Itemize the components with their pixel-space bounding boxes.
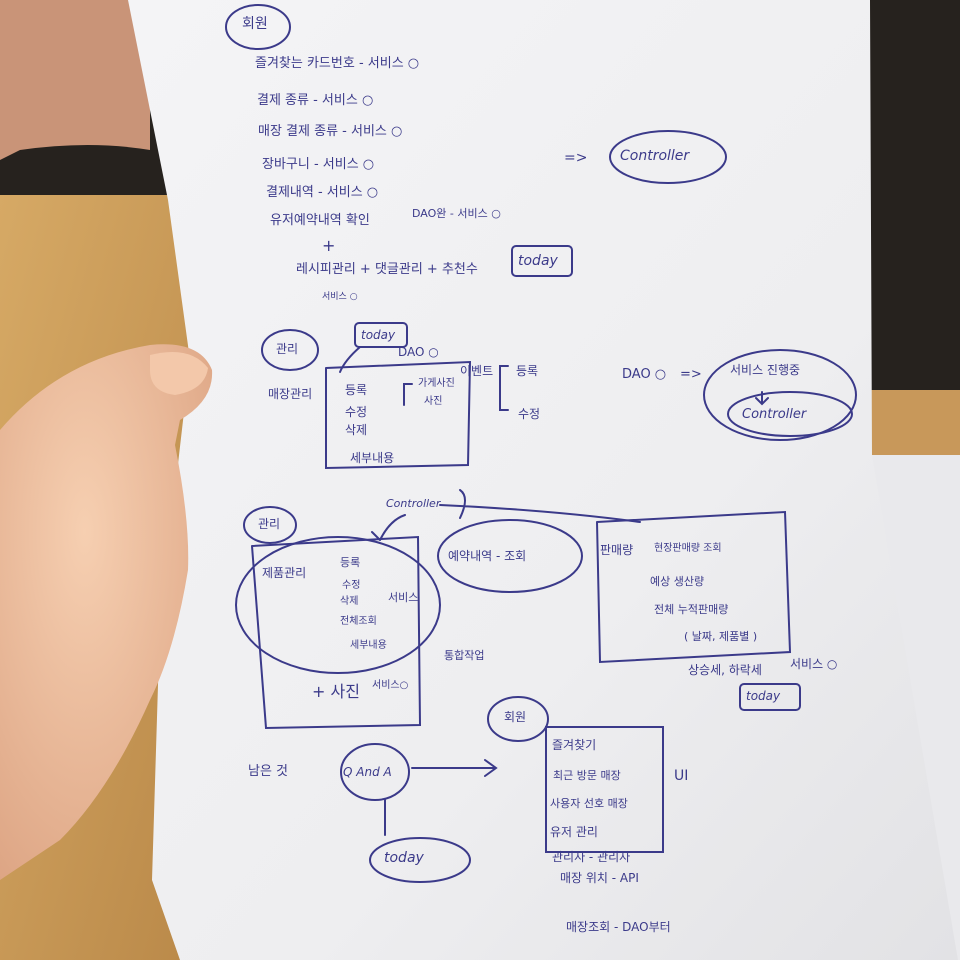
sec-c-svc: 서비스 [388,591,419,604]
arrow-qa [411,759,498,777]
sec-d-more-2: 매장 위치 - API [560,871,639,885]
sec-c-item-5: 세부내용 [350,640,387,651]
sec-b-event-2: 수정 [518,407,541,421]
circle-reserve-c [437,519,583,593]
sec-c-merge: 통합작업 [444,649,485,662]
sec-a-item-4: 장바구니 - 서비스 ○ [262,157,375,172]
sec-c-sales-1: 현장판매량 조회 [654,543,722,554]
sec-c-after: 상승세, 하락세 [688,663,762,677]
sec-d-box-3: 사용자 선호 매장 [550,797,628,810]
sec-c-menu: 제품관리 [262,566,307,580]
sec-b-svc: 서비스 진행중 [730,363,801,377]
sec-b-item-1: 등록 [345,383,368,397]
sec-c-item-1: 등록 [340,556,361,569]
sec-b-item-2: 수정 [345,405,368,419]
sec-b-dao: DAO ○ [398,345,439,359]
sec-d-more-1: 관리자 - 관리자 [552,850,631,864]
circle-svc-b [703,349,857,441]
section-c-head: 관리 [258,517,281,531]
desk-right [860,390,960,460]
sec-a-item-5: 결제내역 - 서비스 ○ [266,185,379,200]
sec-c-sales-head: 판매량 [600,543,634,557]
sec-c-item-3: 삭제 [340,596,359,607]
sec-d-today: today [384,850,424,866]
box-list-d [545,726,664,853]
sec-a-item-1: 즐겨찾는 카드번호 - 서비스 ○ [255,56,420,71]
sec-a-plus: + [322,236,336,255]
sec-a-line2: 레시피관리 + 댓글관리 + 추천수 [296,262,478,277]
sec-b-event-1: 등록 [516,364,539,378]
sec-d-box-1: 즐겨찾기 [552,738,597,752]
sec-c-today: today [746,689,781,703]
paper-sheet [128,0,958,960]
sec-b-sub-2: 사진 [424,396,443,407]
sec-c-sales-2: 예상 생산량 [650,575,705,588]
circle-today-d [369,837,471,883]
arm-top-left [0,0,150,160]
arrow-b [339,346,361,373]
box-menu-c [251,535,422,730]
sec-b-menu: 매장관리 [268,387,313,401]
bracket-b [403,383,413,406]
sec-c-reserve: 예약내역 - 조회 [448,549,527,563]
circle-controller-a [609,130,727,184]
sec-c-item-4: 전체조회 [340,616,377,627]
box-today-c [739,683,801,711]
box-store-b [325,360,472,470]
section-a-head: 회원 [242,16,268,32]
thumb-nail [150,351,208,395]
sec-b-item-3: 삭제 [345,423,368,437]
sec-a-controller: Controller [620,148,690,164]
circle-menu-c [235,536,441,674]
sec-a-item-2: 결제 종류 - 서비스 ○ [257,93,374,108]
sec-b-right-dao: DAO ○ [622,367,667,382]
box-sales-c [596,510,792,664]
circle-a [225,4,291,50]
box-today-a [511,245,573,277]
sec-a-today: today [518,253,558,269]
sec-d-qa: Q And A [343,765,392,779]
sec-c-sales-4: ( 날짜, 제품별 ) [684,630,758,643]
circle-d [487,696,549,742]
circle-b [261,329,319,371]
sec-c-item-2: 수정 [342,580,361,591]
hand [0,344,213,880]
circle-ctrl-b [727,391,853,437]
sec-c-sales-3: 전체 누적판매량 [654,603,729,616]
section-d-head: 회원 [504,710,527,724]
sec-a-item-3: 매장 결제 종류 - 서비스 ○ [258,124,403,139]
sec-d-more-3: 매장조회 - DAO부터 [566,920,671,934]
circle-qa [340,743,410,801]
section-b-head: 관리 [276,342,299,356]
sec-a-sub: 서비스 ○ [322,292,358,302]
circle-c [243,506,297,544]
sec-c-photo-note: 서비스○ [372,680,409,691]
sec-b-today: today [361,328,396,342]
sec-b-right-arrow: => [680,367,702,382]
sec-d-remain: 남은 것 [248,764,289,779]
sec-a-reserve: 유저예약내역 확인 [270,213,370,228]
arrow-ctrl-c [371,514,406,541]
sec-c-after-note: 서비스 ○ [790,657,838,671]
sec-c-photo: + 사진 [312,682,360,701]
sec-d-box-2: 최근 방문 매장 [553,769,621,782]
ink-drawing [225,4,857,883]
sec-b-ctrl: Controller [742,407,807,422]
sec-b-event: 이벤트 [460,364,494,378]
box-today-b [354,322,408,348]
sec-a-arrow: => [564,150,588,166]
bracket-event-b [499,365,509,411]
sec-b-sub-1: 가게사진 [418,378,455,389]
sec-a-reserve-note: DAO완 - 서비스 ○ [412,207,501,220]
sec-b-item-4: 세부내용 [350,451,395,465]
arrow-reserve-c [439,489,641,523]
sec-d-box-4: 유저 관리 [550,825,598,839]
sec-d-ui: UI [674,768,689,784]
sec-c-ctrl: Controller [386,497,441,510]
